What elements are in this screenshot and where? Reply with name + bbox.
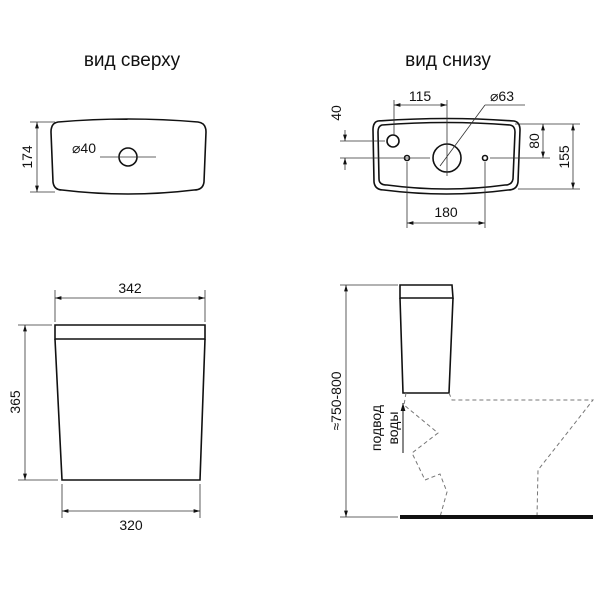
top-view-title: вид сверху [84,50,181,71]
bottom-width-label: 320 [119,517,143,533]
bottom-depth-label: 155 [556,145,572,169]
offset-horizontal-label: 115 [409,88,432,104]
bolt-spacing-label: 180 [434,204,458,220]
top-view: 174 ⌀40 [19,118,207,195]
top-depth-label: 174 [19,145,35,169]
depth-to-center-label: 80 [526,133,542,149]
bottom-view-title: вид снизу [405,50,491,71]
top-width-label: 342 [118,280,142,296]
outlet-diameter-label: ⌀63 [490,88,514,104]
water-inlet-label-2: воды [385,412,401,445]
front-view: 342 365 320 [7,280,206,533]
bottom-view: 115 ⌀63 40 80 155 180 [328,88,580,228]
side-view: ≈750-800 подвод воды [328,284,595,519]
total-height-label: ≈750-800 [328,371,344,430]
height-label: 365 [7,390,23,414]
offset-vertical-label: 40 [328,105,344,121]
water-inlet-label-1: подвод [368,405,384,451]
top-hole-diameter-label: ⌀40 [72,140,96,156]
